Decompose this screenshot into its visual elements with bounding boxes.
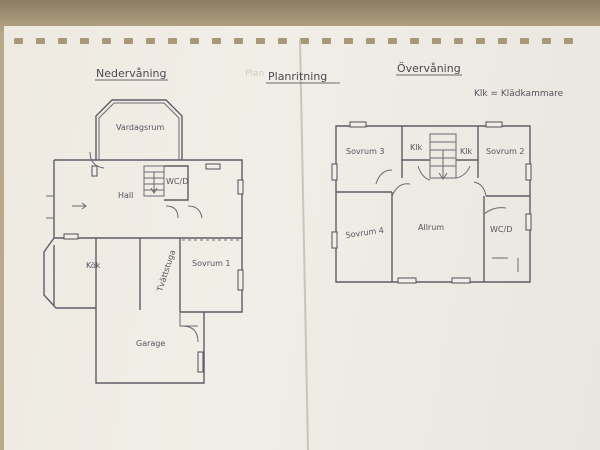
window — [485, 121, 503, 128]
binder-hole — [102, 38, 111, 44]
door-swing — [391, 183, 411, 197]
window — [331, 163, 338, 181]
binder-hole — [80, 38, 89, 44]
door-swing — [483, 207, 507, 215]
binder-hole — [300, 38, 309, 44]
room-label-hall: Hall — [118, 191, 133, 200]
binder-hole — [256, 38, 265, 44]
stair-arrow-head — [150, 187, 158, 194]
binder-hole — [322, 38, 331, 44]
room-label-sovrum2: Sovrum 2 — [486, 147, 525, 156]
entry-arrow-head — [81, 202, 87, 210]
binder-hole — [146, 38, 155, 44]
room-label-vardagsrum: Vardagsrum — [116, 123, 164, 132]
door-swing — [417, 165, 431, 181]
binder-hole — [520, 38, 529, 44]
binder-hole — [344, 38, 353, 44]
room-label-sovrum3: Sovrum 3 — [346, 147, 385, 156]
window — [525, 213, 532, 231]
garage-wall — [95, 308, 205, 384]
ground-floor-plan: Vardagsrum Hall WC/D Kök Tvättstuga Sovr… — [43, 99, 244, 384]
upper-floor-heading: Övervåning — [397, 62, 461, 75]
room-label-kok: Kök — [86, 261, 101, 270]
room-label-garage: Garage — [136, 339, 165, 348]
binder-hole — [234, 38, 243, 44]
wc-wall — [164, 165, 189, 201]
binder-hole — [168, 38, 177, 44]
upper-floor-plan: Sovrum 3 Klk Klk Sovrum 2 Sovrum 4 Allru… — [331, 121, 532, 284]
sovrum1-wall — [180, 238, 243, 313]
kok-bay-wall — [43, 237, 96, 309]
window — [237, 179, 244, 195]
binder-hole — [564, 38, 573, 44]
room-label-tvattstuga: Tvättstuga — [155, 249, 177, 294]
window — [397, 277, 417, 284]
ground-outer-wall-top — [54, 159, 243, 238]
binder-hole — [366, 38, 375, 44]
binder-hole — [410, 38, 419, 44]
room-label-sovrum1: Sovrum 1 — [192, 259, 231, 268]
vardagsrum-wall — [95, 99, 183, 160]
binder-hole — [454, 38, 463, 44]
stair-arrow-head — [438, 172, 448, 180]
binder-hole — [476, 38, 485, 44]
door-swing — [473, 181, 487, 197]
window — [91, 165, 98, 177]
binder-hole — [58, 38, 67, 44]
door-swing — [89, 151, 105, 169]
door-swing — [375, 169, 393, 185]
binder-hole — [36, 38, 45, 44]
binder-hole — [124, 38, 133, 44]
binder-hole — [278, 38, 287, 44]
ground-floor-heading: Nedervåning — [96, 67, 167, 80]
window — [237, 269, 244, 291]
room-label-klk-left: Klk — [410, 143, 422, 152]
upper-outer-wall — [335, 125, 531, 283]
garage-door-swing — [181, 325, 199, 343]
room-label-sovrum4: Sovrum 4 — [345, 226, 384, 240]
binder-hole — [498, 38, 507, 44]
binder-hole — [388, 38, 397, 44]
paper-fold — [299, 39, 309, 450]
door-swing — [165, 205, 179, 219]
door-swing — [187, 205, 203, 219]
window — [197, 351, 204, 373]
room-label-klk-right: Klk — [460, 147, 472, 156]
window — [63, 233, 79, 240]
room-label-allrum: Allrum — [418, 223, 444, 232]
vardagsrum-inner-wall — [98, 102, 180, 160]
ground-stairs — [143, 165, 165, 197]
binder-hole — [542, 38, 551, 44]
faint-text: Plan — [245, 69, 264, 79]
window — [525, 163, 532, 181]
closet-legend: Klk = Klädkammare — [474, 89, 564, 99]
garage-door-jamb — [179, 312, 198, 327]
window — [349, 121, 367, 128]
binder-hole — [14, 38, 23, 44]
window — [451, 277, 471, 284]
sheet-title: Planritning — [268, 70, 327, 83]
room-label-wc: WC/D — [166, 177, 188, 186]
room-label-wc: WC/D — [490, 225, 512, 234]
door-swing — [455, 165, 471, 179]
binder-hole — [212, 38, 221, 44]
window — [331, 231, 338, 249]
binder-hole — [432, 38, 441, 44]
binder-hole — [190, 38, 199, 44]
window — [205, 163, 221, 170]
